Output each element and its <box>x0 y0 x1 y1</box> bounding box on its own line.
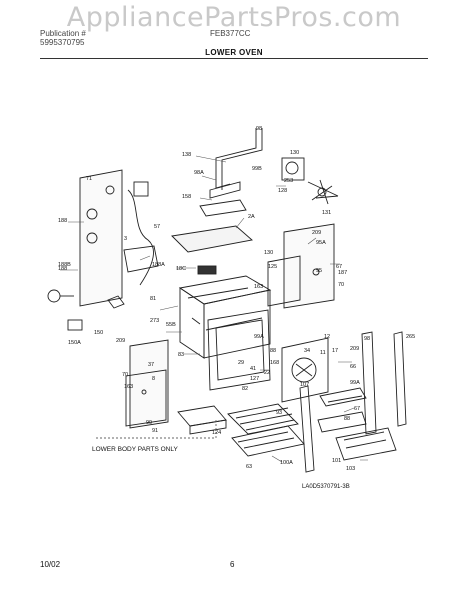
callout-101: 101 <box>332 458 342 464</box>
callout-273: 273 <box>150 318 160 324</box>
callout-209: 209 <box>350 346 360 352</box>
callout-187: 187 <box>338 270 348 276</box>
rear-panel <box>281 337 329 403</box>
drawing-id: LA0D5370791-3B <box>302 484 350 490</box>
callout-82: 82 <box>242 386 249 392</box>
callout-88: 88 <box>270 348 277 354</box>
callout-107: 107 <box>300 382 310 388</box>
lower-drawer <box>177 405 227 435</box>
callout-98: 98 <box>364 336 371 342</box>
callout-66: 66 <box>350 364 357 370</box>
callout-99A: 99A <box>350 380 360 386</box>
lower-body-panels <box>125 339 169 429</box>
callout-70: 70 <box>338 282 345 288</box>
callout-67: 67 <box>354 406 361 412</box>
callout-70: 70 <box>122 372 129 378</box>
callout-29: 29 <box>238 360 245 366</box>
callout-57: 57 <box>154 224 161 230</box>
callout-37: 37 <box>148 362 155 368</box>
callout-253: 253 <box>284 178 294 184</box>
oven-liner <box>178 265 272 359</box>
callout-99: 99 <box>146 420 153 426</box>
broil-element <box>335 427 397 461</box>
callout-34: 34 <box>304 348 311 354</box>
callout-95: 95 <box>316 268 323 274</box>
bracket-150 <box>107 295 125 309</box>
callout-55B: 55B <box>166 322 176 328</box>
watermark: AppliancePartsPros.com <box>66 2 402 33</box>
wire-harness <box>123 181 159 286</box>
leader-lines <box>60 155 368 463</box>
callout-71: 71 <box>86 176 93 182</box>
callout-81: 81 <box>150 296 157 302</box>
callout-22: 22 <box>264 370 271 376</box>
publication-label: Publication # <box>40 29 86 38</box>
publication-number: 5995370795 <box>40 38 85 47</box>
footer-page: 6 <box>230 560 235 569</box>
door-switch <box>47 289 74 303</box>
callout-124: 124 <box>212 430 222 436</box>
callout-2A: 2A <box>248 214 255 220</box>
broiler-pan <box>231 425 305 457</box>
title-rule <box>40 58 428 59</box>
callout-8: 8 <box>152 376 156 382</box>
callout-99A: 99A <box>254 334 264 340</box>
callout-12: 12 <box>324 334 331 340</box>
callout-188B: 188B <box>58 262 71 268</box>
callout-209: 209 <box>312 230 322 236</box>
callout-98A: 98A <box>194 170 204 176</box>
footer-date: 10/02 <box>40 560 61 569</box>
callout-88: 88 <box>344 416 351 422</box>
callout-127: 127 <box>250 376 260 382</box>
callout-130: 130 <box>264 250 274 256</box>
vent-tube <box>209 128 263 199</box>
callout-158: 158 <box>182 194 192 200</box>
callout-150A: 150A <box>68 340 81 346</box>
callout-125: 125 <box>268 264 278 270</box>
callout-99B: 99B <box>252 166 262 172</box>
right-side-panel <box>267 223 335 309</box>
callout-130: 130 <box>290 150 300 156</box>
callout-11: 11 <box>320 350 326 356</box>
callout-95A: 95A <box>316 240 326 246</box>
callout-163: 163 <box>254 284 264 290</box>
model-number: FEB377CC <box>210 29 251 38</box>
callout-17: 17 <box>332 348 339 354</box>
callout-209: 209 <box>116 338 126 344</box>
callout-138: 138 <box>182 152 192 158</box>
callout-265: 265 <box>406 334 416 340</box>
callout-63: 63 <box>246 464 253 470</box>
door-frame <box>207 309 271 391</box>
callout-168: 168 <box>270 360 280 366</box>
top-insulation <box>171 199 253 253</box>
callout-103: 103 <box>346 466 356 472</box>
callout-100A: 100A <box>280 460 293 466</box>
lower-body-note: LOWER BODY PARTS ONLY <box>92 446 178 453</box>
callout-67: 67 <box>336 264 343 270</box>
callout-188: 188 <box>58 218 68 224</box>
callout-41: 41 <box>250 366 257 372</box>
callout-3: 3 <box>124 236 128 242</box>
callout-83: 83 <box>178 352 185 358</box>
callout-131: 131 <box>322 210 332 216</box>
lower-body-bracket <box>96 418 217 439</box>
callout-188: 188 <box>58 266 68 272</box>
callout-188A: 188A <box>152 262 165 268</box>
callout-93: 93 <box>276 410 283 416</box>
latch-150A <box>67 319 83 331</box>
callout-91: 91 <box>152 428 159 434</box>
convection-fan <box>281 157 339 205</box>
callout-18C: 18C <box>176 266 187 272</box>
oven-rack <box>227 403 299 435</box>
section-title: LOWER OVEN <box>205 48 263 57</box>
callout-98: 98 <box>256 126 263 132</box>
callout-150: 150 <box>94 330 104 336</box>
callout-163: 163 <box>124 384 134 390</box>
callout-128: 128 <box>278 188 288 194</box>
left-side-panel <box>79 169 123 307</box>
